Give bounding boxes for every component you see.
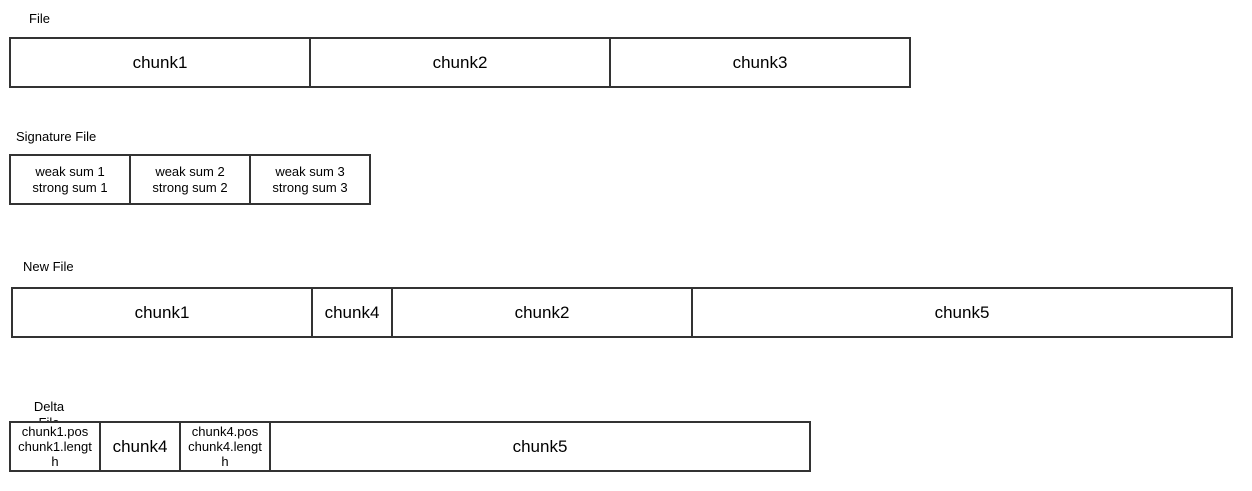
ref-length: chunk4.length (188, 439, 262, 469)
signature-cell: weak sum 3 strong sum 3 (249, 154, 371, 205)
new-file-chunk: chunk1 (11, 287, 313, 338)
new-file-chunk: chunk4 (311, 287, 393, 338)
new-file-chunk: chunk2 (391, 287, 693, 338)
signature-cell: weak sum 1 strong sum 1 (9, 154, 131, 205)
delta-chunk: chunk4 (99, 421, 181, 472)
strong-sum: strong sum 1 (32, 179, 108, 195)
delta-chunk: chunk5 (269, 421, 811, 472)
ref-pos: chunk4.pos (191, 424, 259, 439)
file-chunk: chunk1 (9, 37, 311, 88)
signature-cell: weak sum 2 strong sum 2 (129, 154, 251, 205)
chunk4-reference: chunk4.pos chunk4.length (179, 421, 271, 472)
weak-sum: weak sum 2 (155, 163, 225, 179)
signature-row: weak sum 1 strong sum 1 weak sum 2 stron… (9, 154, 371, 205)
weak-sum: weak sum 1 (35, 163, 105, 179)
file-chunk: chunk2 (309, 37, 611, 88)
file-row: chunk1 chunk2 chunk3 (9, 37, 911, 88)
new-file-chunk: chunk5 (691, 287, 1233, 338)
ref-length: chunk1.length (18, 439, 92, 469)
new-file-row: chunk1 chunk4 chunk2 chunk5 (11, 287, 1233, 338)
signature-file-label: Signature File (16, 129, 97, 144)
chunk1-reference: chunk1.pos chunk1.length (9, 421, 101, 472)
delta-row: chunk1.pos chunk1.length chunk4 chunk4.p… (9, 421, 811, 472)
file-chunk: chunk3 (609, 37, 911, 88)
strong-sum: strong sum 2 (152, 179, 228, 195)
file-label: File (29, 11, 50, 26)
strong-sum: strong sum 3 (272, 179, 348, 195)
ref-pos: chunk1.pos (21, 424, 89, 439)
weak-sum: weak sum 3 (275, 163, 345, 179)
new-file-label: New File (23, 259, 74, 274)
